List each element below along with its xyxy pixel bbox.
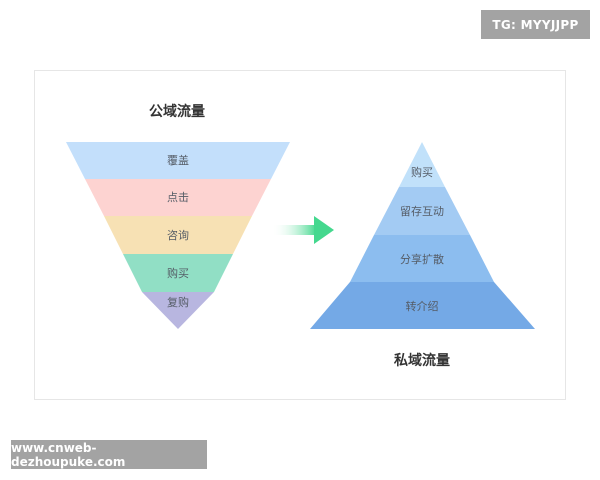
private-pyramid: 购买 留存互动 分享扩散 转介绍 <box>310 142 535 329</box>
arrow-head <box>314 216 334 244</box>
watermark-top: TG: MYYJJPP <box>481 10 590 39</box>
watermark-bottom: www.cnweb-dezhoupuke.com <box>11 440 207 469</box>
private-layer-label-referral: 转介绍 <box>406 299 439 313</box>
public-layer-shape <box>85 179 271 216</box>
private-layer-shape <box>399 142 445 187</box>
public-layer-label-click: 点击 <box>167 191 189 204</box>
public-layer-shape <box>142 292 214 329</box>
private-traffic-title: 私域流量 <box>394 352 450 369</box>
private-layer-label-retention: 留存互动 <box>400 204 444 218</box>
public-layer-label-repurchase: 复购 <box>167 295 189 309</box>
public-layer-label-purchase: 购买 <box>167 266 189 280</box>
private-layer-label-sharing: 分享扩散 <box>400 252 444 266</box>
public-layer-shape <box>123 254 233 292</box>
public-funnel: 覆盖 点击 咨询 购买 复购 <box>66 142 290 329</box>
private-layer-shape <box>374 187 470 235</box>
private-layer-shape <box>350 235 494 282</box>
private-layer-label-purchase: 购买 <box>411 165 433 179</box>
private-layer-shape <box>310 282 535 329</box>
public-layer-shape <box>66 142 290 179</box>
public-layer-shape <box>104 216 252 254</box>
public-layer-label-coverage: 覆盖 <box>167 153 189 167</box>
public-traffic-title: 公域流量 <box>149 103 205 120</box>
arrow-right-icon <box>272 216 334 244</box>
public-layer-label-inquiry: 咨询 <box>167 228 189 242</box>
